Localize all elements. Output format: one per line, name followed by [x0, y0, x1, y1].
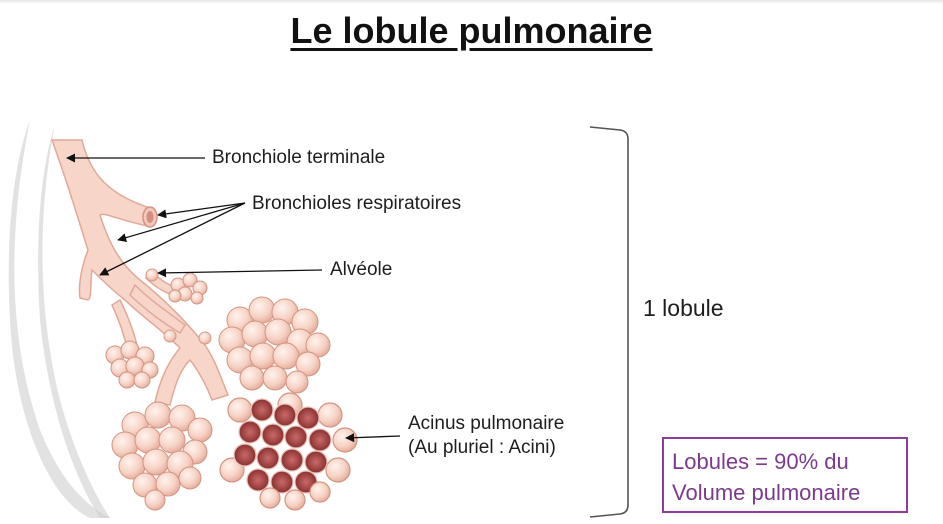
alveolar-sac-left: [105, 340, 159, 389]
info-box: Lobules = 90% du Volume pulmonaire: [662, 437, 908, 513]
alveolus-shape: [145, 268, 159, 282]
page-title: Le lobule pulmonaire: [290, 10, 653, 51]
top-rule: [0, 0, 943, 4]
label-acinus: Acinus pulmonaire (Au pluriel : Acini): [408, 412, 564, 460]
label-lobule: 1 lobule: [643, 295, 724, 321]
alveolar-sac-small: [168, 272, 208, 305]
label-acinus-line2: (Au pluriel : Acini): [408, 437, 556, 458]
alveolar-sac-large-top: [218, 296, 331, 394]
label-alveole: Alvéole: [330, 259, 393, 280]
lung-edge-shape: [8, 120, 110, 518]
pointer-arrows: [66, 153, 401, 443]
label-acinus-line1: Acinus pulmonaire: [408, 413, 565, 434]
label-bronchioles-respiratoires: Bronchioles respiratoires: [252, 193, 462, 214]
info-line1: Lobules = 90% du: [672, 449, 849, 474]
info-line2: Volume pulmonaire: [672, 480, 861, 505]
lobule-brace: [589, 126, 629, 518]
label-bronchiole-terminale: Bronchiole terminale: [212, 147, 386, 168]
alveolar-sac-large-bottom: [111, 401, 213, 511]
acinus-section: [219, 392, 358, 511]
